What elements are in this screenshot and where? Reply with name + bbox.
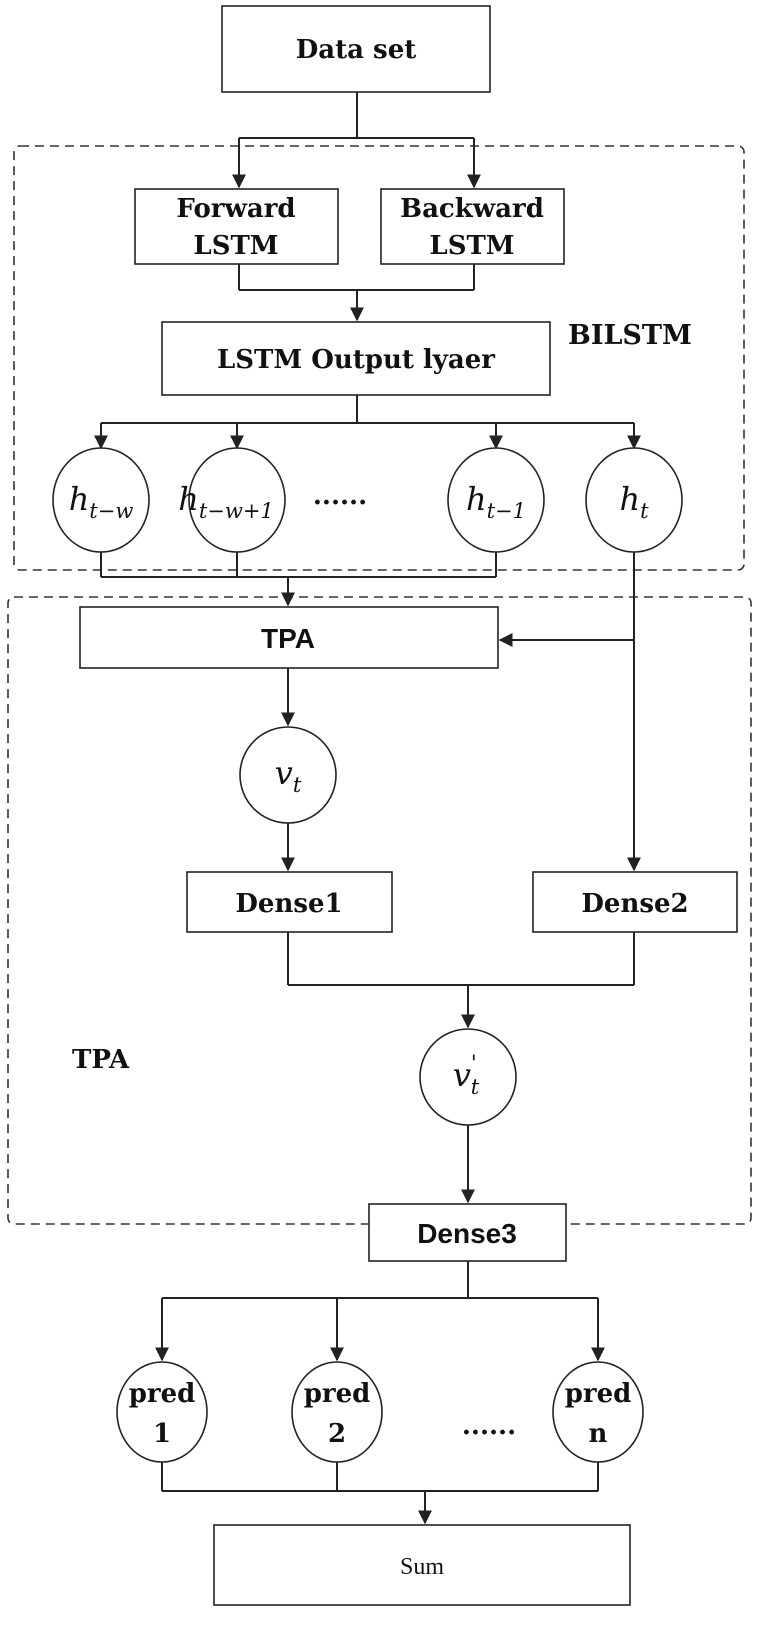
hidden-state-h-t-w-plus-1: ht−w+1 (178, 447, 286, 553)
backward-lstm-label-line2: LSTM (429, 231, 514, 261)
hidden-state-h-t: ht (585, 447, 683, 553)
hidden-state-base: h (619, 480, 640, 518)
prediction-label: pred (304, 1379, 371, 1409)
hidden-state-subscript: t−w+1 (199, 499, 274, 523)
hidden-state-base: h (178, 480, 199, 518)
prediction-index: 1 (153, 1419, 171, 1449)
prediction-label: pred (129, 1379, 196, 1409)
dense2-label: Dense2 (581, 889, 688, 919)
tpa-label: TPA (261, 623, 315, 654)
connectors (94, 92, 641, 1525)
dense2-node: Dense2 (532, 871, 738, 933)
hidden-state-subscript: t−w (89, 499, 133, 523)
vector-subscript: t (293, 773, 302, 797)
dense1-node: Dense1 (186, 871, 393, 933)
prediction-ellipsis: ...... (462, 1411, 516, 1441)
prediction-node-2: pred 2 (291, 1361, 383, 1463)
hidden-state-base: h (466, 480, 487, 518)
context-vector-v-t: vt (239, 726, 337, 824)
hidden-state-ellipsis: ...... (313, 481, 367, 511)
lstm-output-node: LSTM Output lyaer (161, 321, 551, 396)
forward-lstm-node: Forward LSTM (134, 188, 339, 265)
vector-superscript: ' (471, 1051, 477, 1075)
context-vector-v-t-prime: v't (419, 1028, 517, 1126)
vector-base: v (453, 1056, 471, 1094)
forward-lstm-label-line2: LSTM (193, 231, 278, 261)
tpa-node: TPA (79, 606, 499, 669)
svg-text:ht−w: ht−w (69, 480, 134, 523)
vector-base: v (275, 754, 293, 792)
dataset-node: Data set (221, 5, 491, 93)
hidden-state-h-t-1: ht−1 (447, 447, 545, 553)
forward-lstm-label-line1: Forward (176, 194, 295, 224)
prediction-node-1: pred 1 (116, 1361, 208, 1463)
svg-text:v't: v't (453, 1051, 480, 1099)
svg-text:vt: vt (275, 754, 302, 797)
vector-subscript: t (471, 1075, 480, 1099)
dense3-node: Dense3 (368, 1203, 567, 1262)
prediction-index: n (589, 1419, 608, 1449)
svg-text:ht: ht (619, 480, 649, 523)
dense3-label: Dense3 (417, 1218, 517, 1249)
hidden-state-h-t-w: ht−w (52, 447, 150, 553)
prediction-label: pred (565, 1379, 632, 1409)
lstm-output-label: LSTM Output lyaer (217, 345, 495, 375)
hidden-state-subscript: t (640, 499, 649, 523)
prediction-node-n: pred n (552, 1361, 644, 1463)
bilstm-group-label: BILSTM (568, 320, 692, 351)
sum-label: Sum (400, 1554, 444, 1580)
backward-lstm-label-line1: Backward (400, 194, 544, 224)
tpa-group-label: TPA (72, 1045, 130, 1075)
backward-lstm-node: Backward LSTM (380, 188, 565, 265)
prediction-index: 2 (328, 1419, 346, 1449)
hidden-state-base: h (69, 480, 90, 518)
hidden-state-subscript: t−1 (487, 499, 526, 523)
dense1-label: Dense1 (235, 889, 342, 919)
bilstm-group (13, 145, 745, 571)
svg-text:ht−1: ht−1 (466, 480, 526, 523)
dataset-label: Data set (296, 35, 417, 65)
sum-node: Sum (213, 1524, 631, 1606)
svg-text:ht−w+1: ht−w+1 (178, 480, 274, 523)
